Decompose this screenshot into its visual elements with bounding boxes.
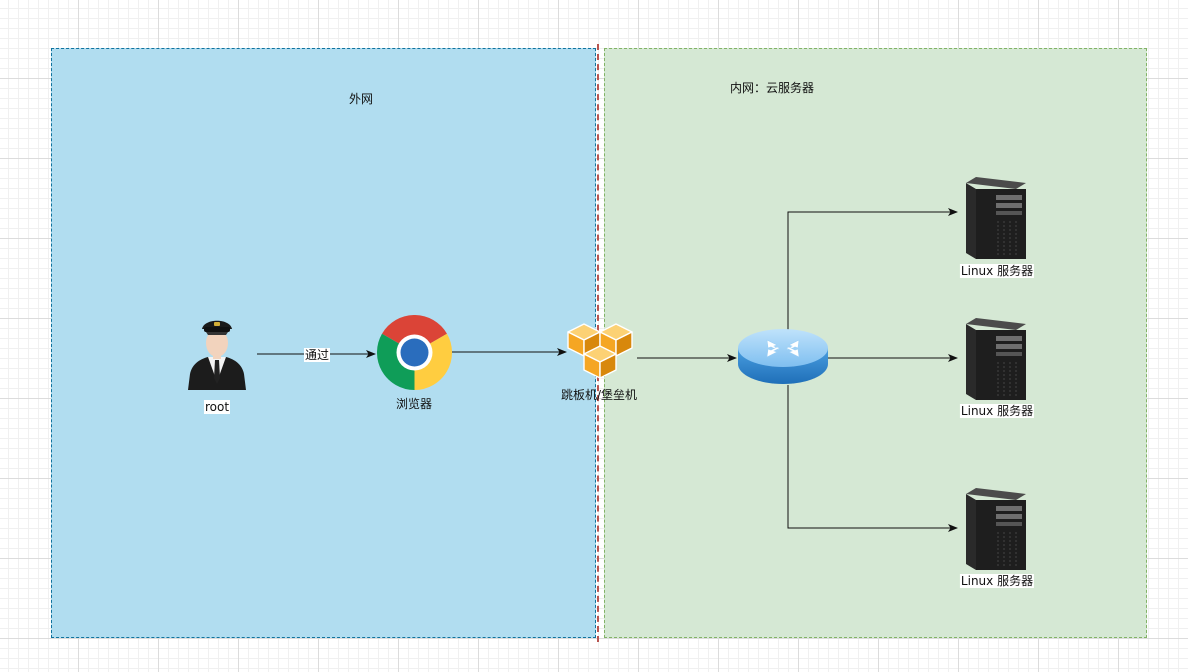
external-network-zone bbox=[51, 48, 596, 638]
router-icon[interactable] bbox=[737, 328, 829, 386]
edge-router-server-1[interactable] bbox=[787, 208, 958, 330]
external-zone-title: 外网 bbox=[348, 92, 374, 106]
internal-network-zone bbox=[604, 48, 1147, 638]
jump-host-label: 跳板机/堡垒机 bbox=[560, 388, 638, 402]
server-label: Linux 服务器 bbox=[959, 574, 1035, 588]
user-label: root bbox=[203, 400, 231, 414]
chrome-icon[interactable] bbox=[377, 315, 452, 390]
server-tower-icon[interactable] bbox=[966, 177, 1026, 259]
server-tower-icon[interactable] bbox=[966, 318, 1026, 400]
edge-router-server-3[interactable] bbox=[787, 385, 958, 532]
server-label: Linux 服务器 bbox=[959, 404, 1035, 418]
edge-label-via: 通过 bbox=[303, 348, 331, 362]
aws-cubes-icon[interactable] bbox=[566, 322, 634, 380]
pilot-person-icon[interactable] bbox=[186, 312, 248, 390]
server-label: Linux 服务器 bbox=[959, 264, 1035, 278]
browser-label: 浏览器 bbox=[395, 397, 433, 411]
server-tower-icon[interactable] bbox=[966, 488, 1026, 570]
internal-zone-title: 内网：云服务器 bbox=[729, 81, 815, 95]
